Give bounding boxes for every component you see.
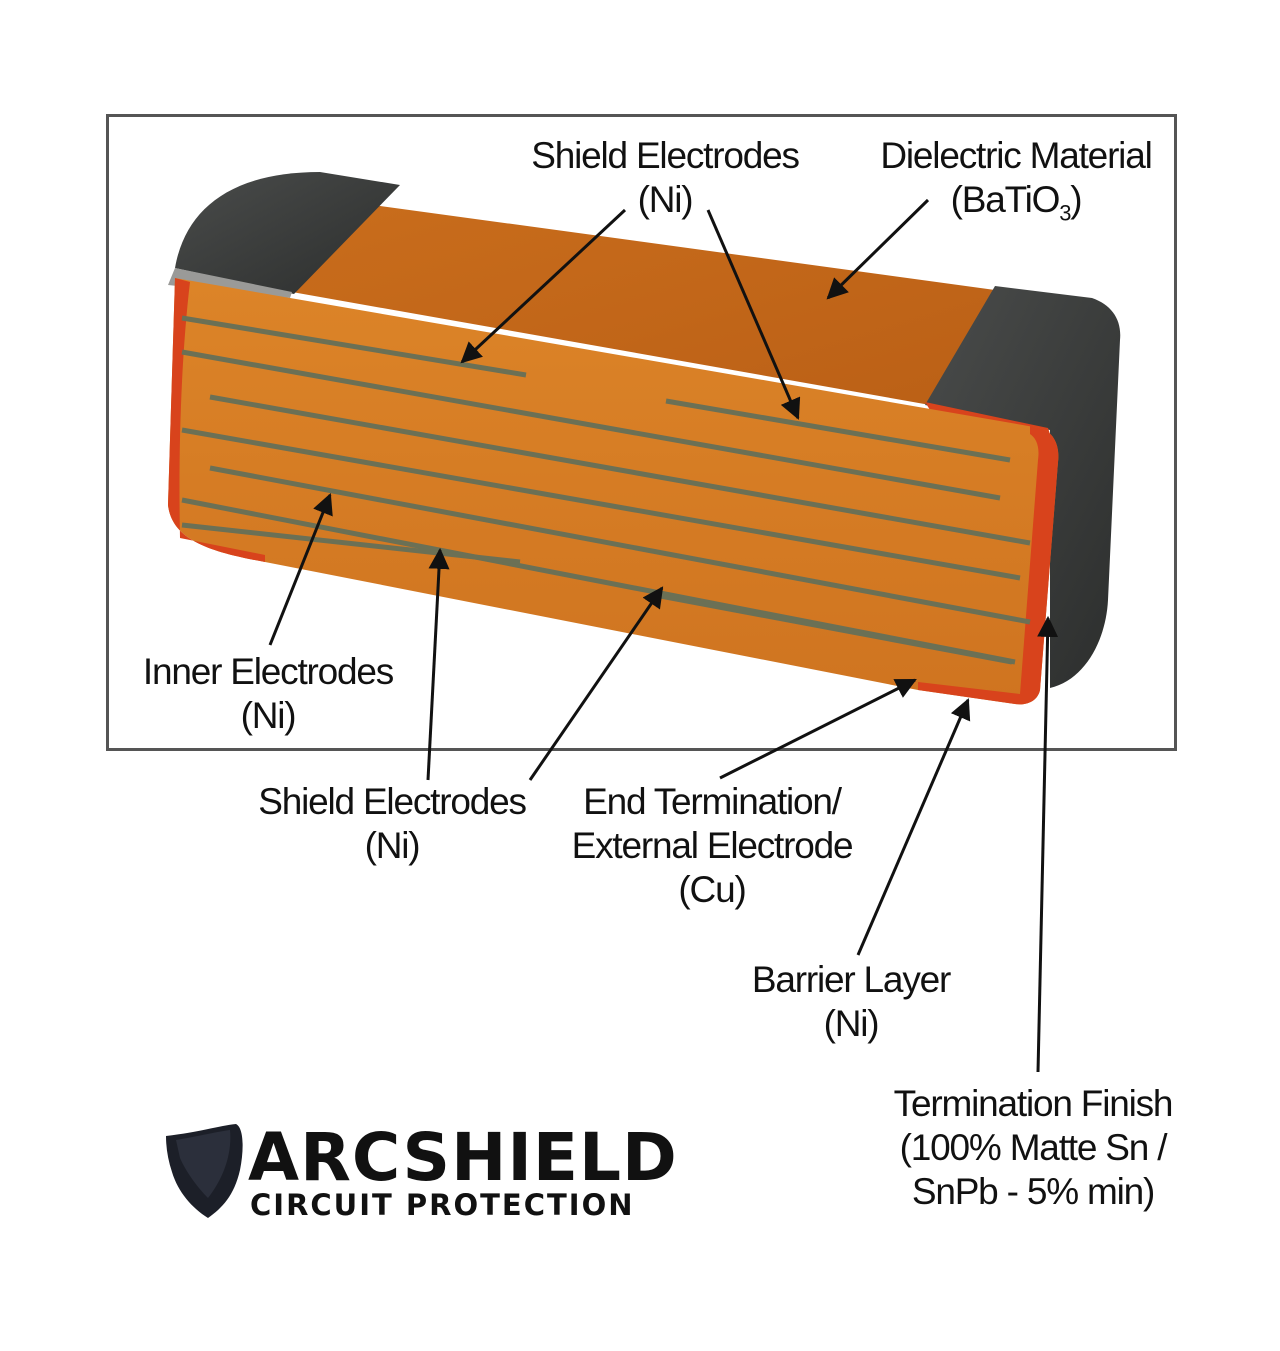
inner-electrode-line	[181, 349, 1001, 501]
arrow-finish	[1036, 615, 1059, 1073]
logo-tagline: CIRCUIT PROTECTION	[250, 1188, 635, 1222]
shield-electrode-line	[181, 522, 521, 565]
inner-electrode-line	[181, 427, 1021, 581]
label-termination-finish: Termination Finish (100% Matte Sn / SnPb…	[893, 1083, 1174, 1212]
arrow-shield-bottom-left	[426, 547, 450, 781]
logo-name: ARCSHIELD	[248, 1119, 678, 1196]
arrow-dielectric	[826, 198, 930, 300]
dielectric-front-face	[168, 278, 1059, 705]
label-end-termination: End Termination/ External Electrode (Cu)	[571, 781, 854, 910]
arrow-shield-top-left	[460, 208, 627, 364]
arrow-inner	[268, 493, 333, 646]
label-inner-electrodes: Inner Electrodes (Ni)	[142, 651, 394, 736]
callout-arrows	[268, 198, 1059, 1073]
shield-logo-icon	[166, 1124, 243, 1218]
label-barrier-layer: Barrier Layer (Ni)	[751, 959, 951, 1044]
shield-electrode-line	[181, 315, 527, 378]
inner-electrode-line	[209, 394, 1031, 546]
dielectric-top-face	[292, 195, 995, 405]
left-copper-rim	[168, 278, 265, 562]
shield-electrode-line	[665, 398, 1011, 463]
label-shield-electrodes-top: Shield Electrodes (Ni)	[531, 135, 800, 220]
arrow-end-termination	[719, 678, 917, 780]
label-dielectric-material: Dielectric Material (BaTiO3)	[880, 135, 1152, 226]
left-termination-top	[175, 172, 400, 294]
right-copper-rim	[918, 426, 1059, 705]
right-termination	[925, 286, 1121, 688]
arrow-shield-bottom-right	[528, 586, 664, 781]
shield-electrode-line	[654, 592, 1013, 665]
label-shield-electrodes-bottom: Shield Electrodes (Ni)	[258, 781, 527, 866]
electrode-lines	[181, 315, 1031, 665]
inner-electrode-line	[209, 465, 1031, 625]
arcshield-logo: ARCSHIELD CIRCUIT PROTECTION	[248, 1119, 678, 1222]
diagram-frame	[106, 114, 1177, 751]
arrow-shield-top-right	[706, 209, 801, 420]
arrow-barrier	[856, 698, 971, 956]
